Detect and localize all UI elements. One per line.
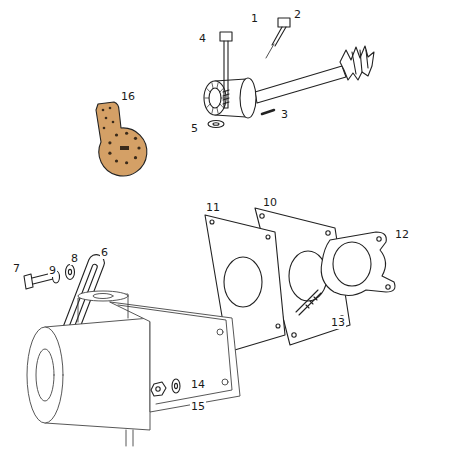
- callout-number: 14: [190, 378, 206, 391]
- callout-number: 16: [120, 90, 136, 103]
- callout-number: 1: [250, 12, 259, 25]
- nut: [151, 382, 166, 396]
- callout-number: 9: [48, 264, 57, 277]
- callout-number: 12: [394, 228, 410, 241]
- callout-position: 6: [100, 242, 109, 260]
- bolt: [220, 32, 232, 108]
- callout-number: 7: [12, 262, 21, 275]
- callout-position: 12: [394, 224, 410, 242]
- callout-number: 6: [100, 246, 109, 259]
- lever-plate: [96, 102, 147, 176]
- callout-number: 11: [205, 201, 221, 214]
- callout-number: 5: [190, 122, 199, 135]
- stud: [296, 290, 321, 315]
- drive-shaft: [204, 46, 374, 118]
- callout-position: 13: [330, 312, 346, 330]
- callout-position: 11: [205, 197, 221, 215]
- callout-position: 1: [250, 8, 259, 26]
- callout-position: 10: [262, 192, 278, 210]
- callout-number: 3: [280, 108, 289, 121]
- callout-number: 10: [262, 196, 278, 209]
- gasket: [321, 232, 395, 296]
- callout-position: 9: [48, 260, 57, 278]
- flat-washer: [66, 265, 75, 280]
- housing: [27, 291, 240, 446]
- callout-number: 8: [70, 252, 79, 265]
- callout-position: 16: [120, 86, 136, 104]
- callout-number: 15: [190, 400, 206, 413]
- washer: [208, 121, 224, 128]
- callout-number: 4: [198, 32, 207, 45]
- callout-position: 14: [190, 374, 206, 392]
- callout-position: 15: [190, 396, 206, 414]
- washer: [172, 379, 180, 393]
- callout-position: 7: [12, 258, 21, 276]
- callout-position: 3: [280, 104, 289, 122]
- callout-number: 2: [293, 8, 302, 21]
- callout-position: 4: [198, 28, 207, 46]
- callout-position: 5: [190, 118, 199, 136]
- callout-number: 13: [330, 316, 346, 329]
- callout-position: 2: [293, 4, 302, 22]
- pin: [262, 110, 274, 114]
- screw: [266, 18, 290, 58]
- gasket-plate: [205, 215, 285, 352]
- callout-position: 8: [70, 248, 79, 266]
